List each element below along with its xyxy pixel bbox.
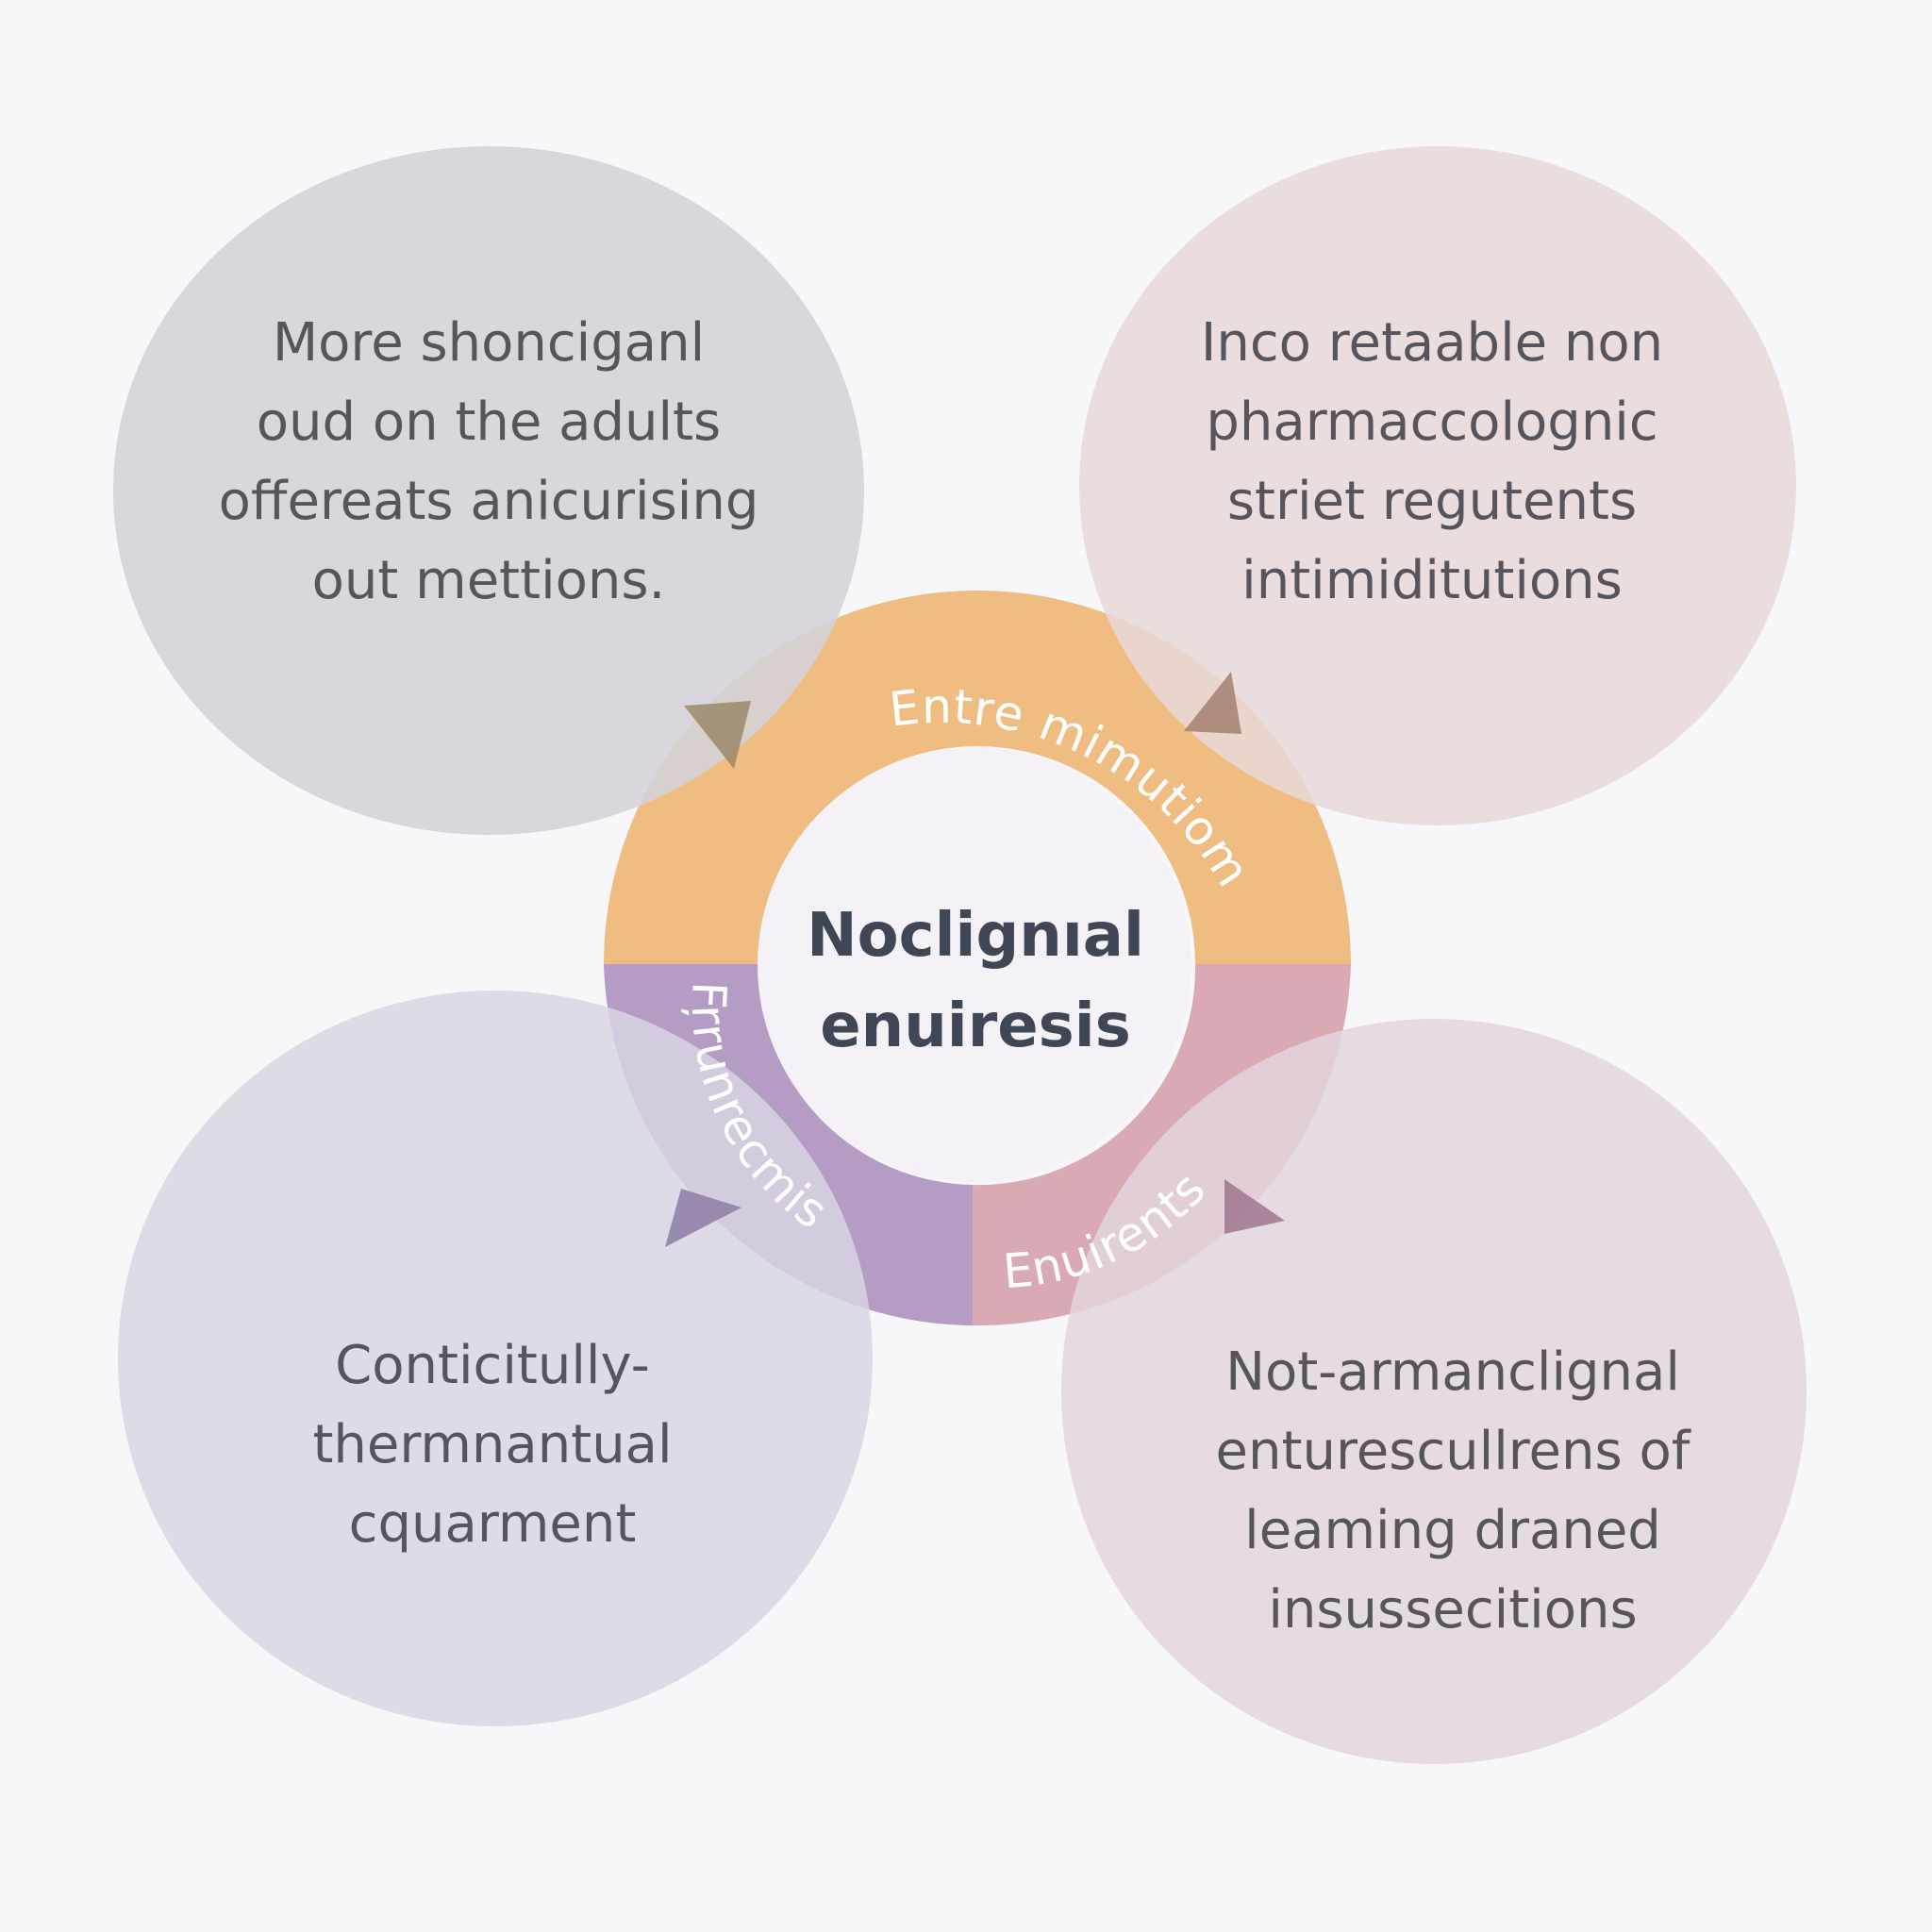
arrow-head-bottom-left — [665, 1189, 741, 1247]
bubble-bottom-left-text: Conticitully- thermnantual cquarment — [209, 1326, 775, 1564]
bubble-top-left-text: More shonciganl oud on the adults offere… — [206, 304, 772, 621]
bubble-bottom-left-line-3: cquarment — [348, 1493, 637, 1555]
center-title-line-1: Noclignıal — [807, 901, 1144, 971]
bubble-bottom-left-shape — [118, 991, 873, 1726]
bubble-bottom-right-line-1: Not-armanclignal — [1225, 1341, 1680, 1403]
arrow-head-bottom-right — [1224, 1179, 1285, 1234]
bubble-top-right-line-2: pharmaccolognic — [1206, 391, 1658, 453]
bubble-top-right-shape — [1079, 146, 1796, 825]
arrow-head-top-right — [1184, 672, 1241, 734]
bubble-bottom-right-line-3: leaming draned — [1244, 1500, 1661, 1561]
bubble-top-right-line-4: intimiditutions — [1241, 550, 1623, 611]
bubble-top-left-line-2: oud on the adults — [256, 391, 722, 453]
center-title: Noclignıal enuiresis — [730, 891, 1221, 1072]
bubble-top-left-shape — [113, 146, 864, 835]
bubble-top-left-line-1: More shonciganl — [272, 312, 706, 374]
arrow-head-top-left — [684, 701, 751, 769]
bubble-top-right-line-3: striet regutents — [1226, 471, 1638, 532]
center-disc — [758, 748, 1191, 1182]
bubble-bottom-right-line-2: enturescullrens of — [1215, 1421, 1690, 1482]
bubble-bottom-right-line-4: insussecitions — [1268, 1579, 1638, 1641]
bubble-top-left-line-4: out mettions. — [311, 550, 666, 611]
bubble-top-right-line-1: Inco retaable non — [1200, 312, 1664, 374]
bubble-top-right-text: Inco retaable non pharmaccolognic striet… — [1149, 304, 1715, 621]
bubble-bottom-right-text: Not-armanclignal enturescullrens of leam… — [1170, 1333, 1736, 1650]
bubble-top-left-line-3: offereats anicurising — [218, 471, 759, 532]
bubble-bottom-left-line-2: thermnantual — [312, 1414, 673, 1475]
center-title-line-2: enuiresis — [820, 991, 1131, 1061]
bubble-bottom-left-line-1: Conticitully- — [335, 1335, 650, 1396]
